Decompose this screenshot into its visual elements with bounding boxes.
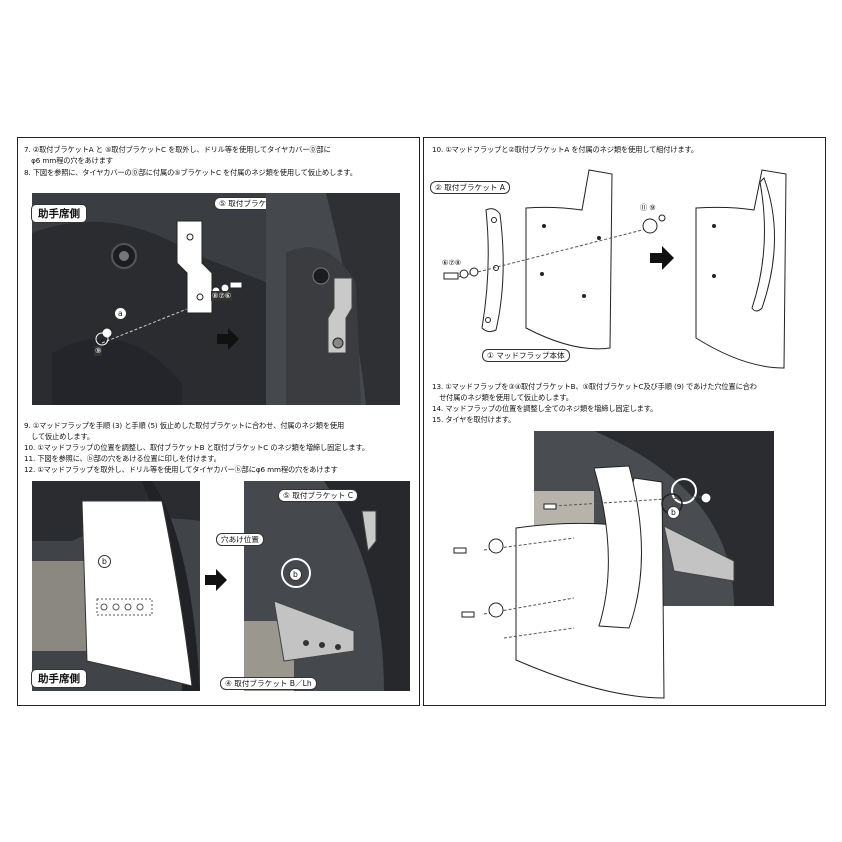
step-13-line-2: せ付属のネジ類を使用して仮止めします。 — [432, 393, 573, 402]
photo-mudflap-fitted — [32, 481, 200, 691]
step-7-line-1: 7. ②取付ブラケットA と ⑤取付ブラケットC を取外し、ドリル等を使用してタ… — [24, 145, 331, 154]
bracket-b-label: ④ 取付ブラケット B／Lh — [220, 677, 317, 690]
step-8: 8. 下図を参照に、タイヤカバーの⓪部に付属の⑤ブラケットC を付属のネジ類を使… — [24, 168, 357, 177]
bracket-c-label-2: ⑤ 取付ブラケット C — [278, 489, 359, 502]
photo-bracket-installed — [266, 193, 400, 405]
photo-drill-position — [244, 481, 410, 691]
step-10: 10. ①マッドフラップの位置を調整し、取付ブラケットB と取付ブラケットC の… — [24, 443, 369, 452]
parts-678-label-left: ⑧⑦⑥ — [211, 291, 233, 301]
left-instruction-panel: 7. ②取付ブラケットA と ⑤取付ブラケットC を取外し、ドリル等を使用してタ… — [17, 137, 420, 706]
step-14: 14. マッドフラップの位置を調整し全てのネジ類を増締し固定します。 — [432, 404, 658, 413]
marker-a: a — [114, 307, 127, 320]
step-10-right: 10. ①マッドフラップと②取付ブラケットA を付属のネジ類を使用して組付けます… — [432, 145, 698, 154]
parts-11-9-label: ⑪ ⑨ — [640, 203, 656, 212]
step-13-line-1: 13. ①マッドフラップを③④取付ブラケットB、⑤取付ブラケットC及び手順 (9… — [432, 382, 757, 391]
step-7-line-2: φ6 mm程の穴をあけます — [24, 156, 113, 165]
step-15: 15. タイヤを取付けます。 — [432, 415, 516, 424]
mudflap-body-label: ① マッドフラップ本体 — [482, 349, 570, 362]
photo-tire-cover-left-drawing — [32, 193, 268, 405]
side-label-passenger-2: 助手席側 — [31, 669, 87, 688]
step-9-line-1: 9. ①マッドフラップを手順 (3) と手順 (5) 仮止めした取付ブラケットに… — [24, 421, 345, 430]
side-label-passenger-1: 助手席側 — [31, 204, 87, 223]
photo-tire-cover-left — [32, 193, 268, 405]
part-9-label-left: ⑨ — [94, 346, 103, 356]
photo-bracket-installed-drawing — [266, 193, 400, 405]
photo-drill-position-drawing — [244, 481, 410, 691]
parts-678-label-right: ⑥⑦⑧ — [442, 258, 462, 267]
right-instruction-panel: 10. ①マッドフラップと②取付ブラケットA を付属のネジ類を使用して組付けます… — [423, 137, 826, 706]
marker-b-final: b — [667, 506, 680, 519]
marker-b-left-photo: b — [98, 555, 111, 568]
arrow-right-icon-2 — [205, 569, 227, 591]
step-9-line-2: して仮止めします。 — [24, 432, 94, 441]
step-11: 11. 下図を参照に、ⓑ部の穴をあける位置に印しを付けます。 — [24, 454, 221, 463]
exploded-assembly-diagram — [443, 169, 787, 369]
arrow-right-icon — [217, 328, 239, 350]
final-assembly-overlay — [453, 465, 715, 699]
photo-mudflap-fitted-drawing — [32, 481, 200, 691]
hole-position-label: 穴あけ位置 — [216, 533, 264, 546]
marker-b-right-photo: b — [289, 568, 302, 581]
bracket-a-label: ② 取付ブラケット A — [430, 181, 510, 194]
step-12: 12. ①マッドフラップを取外し、ドリル等を使用してタイヤカバーⓑ部にφ6 mm… — [24, 465, 338, 474]
